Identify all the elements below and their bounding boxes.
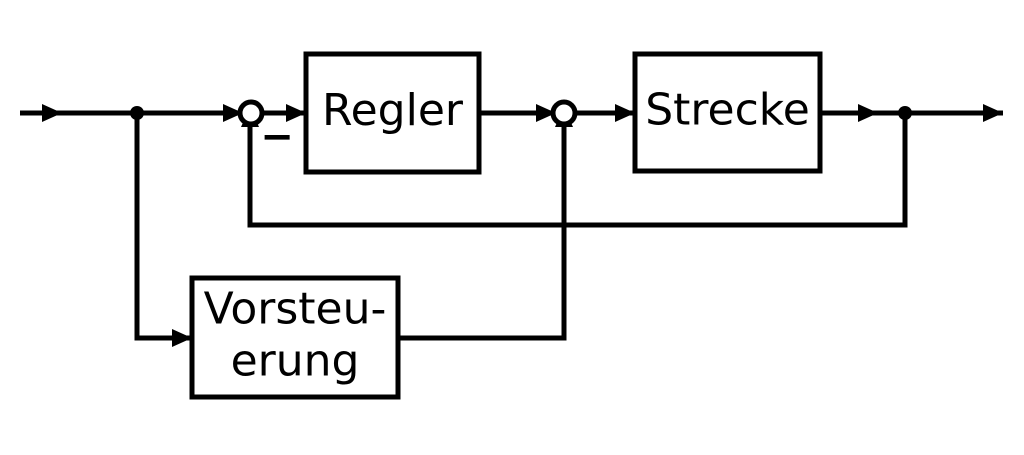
sum-error-minus-sign: −	[260, 114, 294, 160]
reference-split-dot	[130, 106, 144, 120]
block-vorsteuerung-label: erung	[231, 336, 360, 387]
block-regler[interactable]: Regler	[306, 54, 479, 172]
block-vorsteuerung-outline	[192, 278, 398, 397]
output-feedback-wire	[247, 113, 908, 228]
block-regler-label: Regler	[322, 85, 464, 136]
summing-junction-sum-error[interactable]: −	[237, 99, 294, 160]
error-into-sum-arrow	[223, 104, 243, 122]
node-dots-layer	[130, 106, 912, 120]
block-vorsteuerung-label: Vorsteu-	[204, 284, 387, 335]
control-into-sum-arrow	[536, 104, 556, 122]
reference-into-vorsteuerung-arrow	[172, 329, 192, 347]
sum-error-circle	[237, 99, 265, 127]
summing-junction-sum-control[interactable]	[550, 99, 578, 127]
reference-input-arrow	[42, 104, 62, 122]
control-into-strecke-arrow	[615, 104, 635, 122]
error-into-regler-arrow	[286, 104, 306, 122]
block-strecke-label: Strecke	[645, 85, 810, 136]
block-strecke-outline	[635, 54, 820, 171]
output-arrow	[858, 104, 878, 122]
summing-junctions-layer: −	[237, 99, 578, 160]
block-regler-outline	[306, 54, 479, 172]
sum-control-circle	[550, 99, 578, 127]
output-end-arrow	[983, 104, 1003, 122]
output-split-dot	[898, 106, 912, 120]
block-vorsteuerung[interactable]: Vorsteu-erung	[192, 278, 398, 397]
vorsteuerung-to-sum-wire	[398, 124, 567, 341]
block-strecke[interactable]: Strecke	[635, 54, 820, 171]
